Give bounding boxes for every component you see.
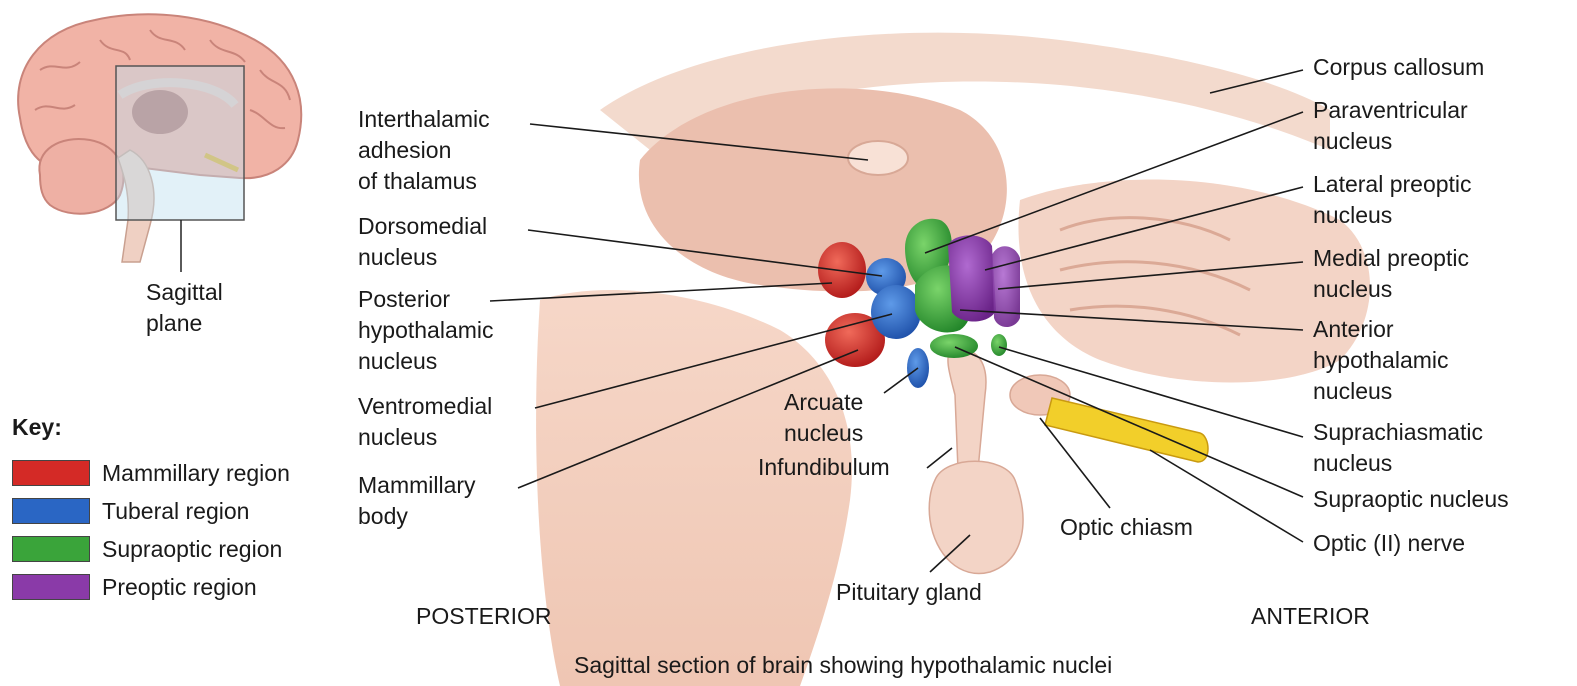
key-title: Key: [12, 414, 62, 441]
label-dorsomedial-nucleus: Dorsomedial nucleus [358, 211, 487, 273]
key-swatch-tuberal [12, 498, 90, 524]
label-posterior-hypothalamic-nucleus: Posterior hypothalamic nucleus [358, 284, 494, 377]
key-label-mammillary: Mammillary region [102, 460, 290, 487]
figure-caption: Sagittal section of brain showing hypoth… [574, 650, 1112, 681]
inset-cerebellum [39, 139, 123, 214]
label-lateral-preoptic-nucleus: Lateral preoptic nucleus [1313, 169, 1472, 231]
key-swatch-mammillary [12, 460, 90, 486]
inset-brain [18, 14, 301, 272]
label-paraventricular-nucleus: Paraventricular nucleus [1313, 95, 1468, 157]
key-label-tuberal: Tuberal region [102, 498, 249, 525]
inset-section-box [116, 66, 244, 220]
key-swatch-preoptic [12, 574, 90, 600]
label-optic-nerve: Optic (II) nerve [1313, 528, 1465, 559]
brainstem-shape [536, 290, 852, 686]
label-medial-preoptic-nucleus: Medial preoptic nucleus [1313, 243, 1469, 305]
sagittal-plane-label: Sagittal plane [146, 277, 223, 339]
ventromedial-nucleus [871, 285, 921, 339]
key-label-preoptic: Preoptic region [102, 574, 257, 601]
label-infundibulum: Infundibulum [758, 452, 890, 483]
orientation-anterior: ANTERIOR [1251, 601, 1370, 632]
optic-nerve-shape [1045, 398, 1208, 462]
label-pituitary-gland: Pituitary gland [836, 577, 982, 608]
label-corpus-callosum: Corpus callosum [1313, 52, 1484, 83]
label-supraoptic-nucleus: Supraoptic nucleus [1313, 484, 1509, 515]
label-suprachiasmatic-nucleus: Suprachiasmatic nucleus [1313, 417, 1483, 479]
orientation-posterior: POSTERIOR [416, 601, 551, 632]
key-label-supraoptic: Supraoptic region [102, 536, 282, 563]
suprachiasmatic-nucleus [991, 334, 1007, 356]
label-anterior-hypothalamic-nucleus: Anterior hypothalamic nucleus [1313, 314, 1449, 407]
label-ventromedial-nucleus: Ventromedial nucleus [358, 391, 492, 453]
label-interthalamic-adhesion: Interthalamic adhesion of thalamus [358, 104, 490, 197]
key-item-supraoptic: Supraoptic region [12, 534, 282, 564]
interthalamic-adhesion-shape [848, 141, 908, 175]
key-item-mammillary: Mammillary region [12, 458, 290, 488]
key-item-preoptic: Preoptic region [12, 572, 257, 602]
key-swatch-supraoptic [12, 536, 90, 562]
pituitary-shape [929, 461, 1023, 573]
lateral-preoptic-nucleus [948, 235, 996, 321]
label-mammillary-body: Mammillary body [358, 470, 476, 532]
label-arcuate-nucleus: Arcuate nucleus [784, 387, 863, 449]
label-optic-chiasm: Optic chiasm [1060, 512, 1193, 543]
key-item-tuberal: Tuberal region [12, 496, 249, 526]
